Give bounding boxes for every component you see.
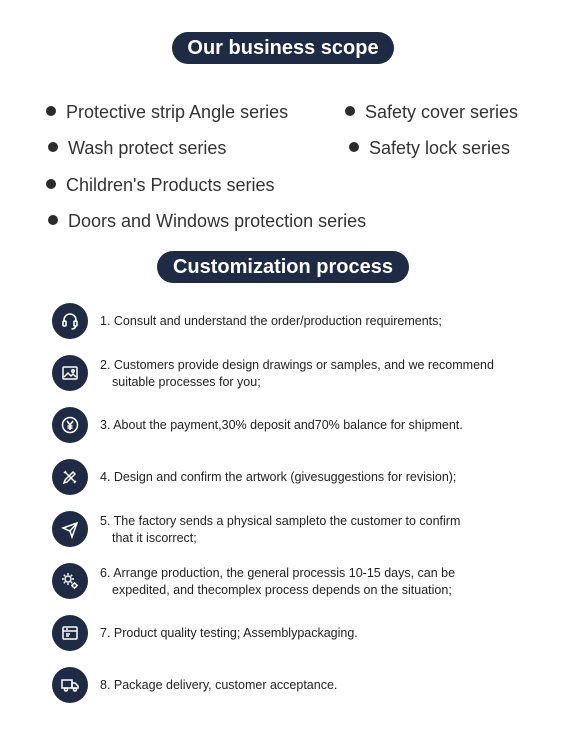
process-step-7: 7. Product quality testing; Assemblypack… [52, 615, 552, 651]
process-step-6: 6. Arrange production, the general proce… [52, 563, 552, 599]
step-text: 2. Customers provide design drawings or … [100, 358, 494, 372]
scope-item-protective-strip: Protective strip Angle series [46, 101, 288, 123]
step-text: 1. Consult and understand the order/prod… [100, 314, 442, 328]
bullet-dot-icon [46, 106, 56, 116]
step-text: 3. About the payment,30% deposit and70% … [100, 418, 463, 432]
customization-process-title: Customization process [157, 251, 409, 283]
gears-icon [52, 563, 88, 599]
yen-coin-icon [52, 407, 88, 443]
process-step-8: 8. Package delivery, customer acceptance… [52, 667, 552, 703]
step-text: 8. Package delivery, customer acceptance… [100, 678, 338, 692]
step-text-continued: expedited, and thecomplex process depend… [112, 583, 452, 597]
bullet-dot-icon [46, 179, 56, 189]
process-step-4: 4. Design and confirm the artwork (gives… [52, 459, 552, 495]
step-text: 5. The factory sends a physical sampleto… [100, 514, 461, 528]
design-tools-icon [52, 459, 88, 495]
step-text-continued: suitable processes for you; [112, 375, 261, 389]
scope-item-childrens-products: Children's Products series [46, 174, 275, 196]
delivery-truck-icon [52, 667, 88, 703]
quality-box-icon [52, 615, 88, 651]
step-text: 7. Product quality testing; Assemblypack… [100, 626, 358, 640]
step-text-continued: that it iscorrect; [112, 531, 197, 545]
headset-icon [52, 303, 88, 339]
step-text: 6. Arrange production, the general proce… [100, 566, 456, 580]
scope-item-wash-protect: Wash protect series [48, 137, 226, 159]
scope-item-safety-lock: Safety lock series [349, 137, 510, 159]
bullet-dot-icon [349, 142, 359, 152]
bullet-dot-icon [345, 106, 355, 116]
image-icon [52, 355, 88, 391]
process-step-3: 3. About the payment,30% deposit and70% … [52, 407, 552, 443]
process-step-5: 5. The factory sends a physical sampleto… [52, 511, 552, 547]
process-step-2: 2. Customers provide design drawings or … [52, 355, 552, 391]
step-text: 4. Design and confirm the artwork (gives… [100, 470, 457, 484]
paper-plane-icon [52, 511, 88, 547]
bullet-dot-icon [48, 215, 58, 225]
scope-item-doors-windows: Doors and Windows protection series [48, 210, 366, 232]
bullet-dot-icon [48, 142, 58, 152]
process-step-1: 1. Consult and understand the order/prod… [52, 303, 552, 339]
scope-item-safety-cover: Safety cover series [345, 101, 518, 123]
business-scope-title: Our business scope [172, 32, 394, 64]
